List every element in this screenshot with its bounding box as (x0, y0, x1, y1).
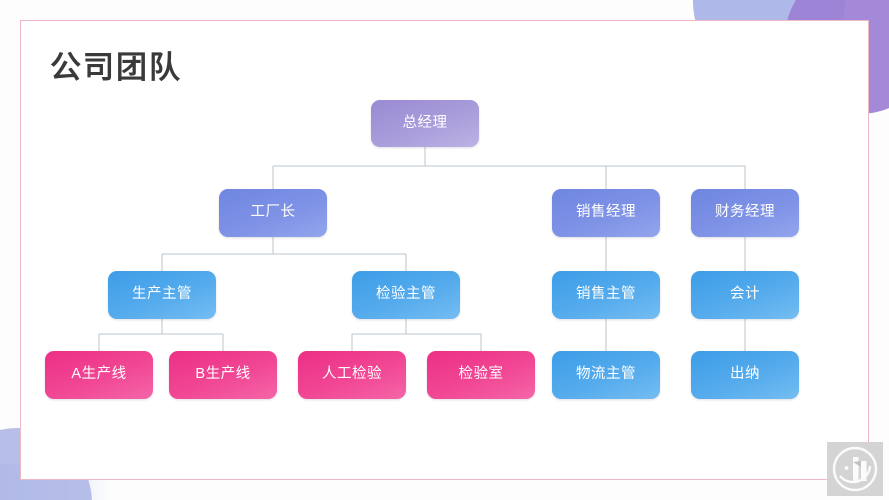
org-node-production-supervisor[interactable]: 生产主管 (108, 271, 216, 319)
org-node-logistics-supervisor[interactable]: 物流主管 (552, 351, 660, 399)
slide-frame-border (20, 20, 869, 480)
company-logo-watermark (827, 442, 883, 496)
org-node-production-line-b[interactable]: B生产线 (169, 351, 277, 399)
org-node-inspection-lab[interactable]: 检验室 (427, 351, 535, 399)
org-node-label: A生产线 (71, 366, 127, 383)
org-node-cashier[interactable]: 出纳 (691, 351, 799, 399)
org-node-label: 物流主管 (576, 366, 636, 383)
org-node-accountant[interactable]: 会计 (691, 271, 799, 319)
company-logo-icon (832, 446, 878, 492)
org-node-label: 总经理 (402, 114, 448, 131)
org-node-manual-inspection[interactable]: 人工检验 (298, 351, 406, 399)
org-node-label: B生产线 (195, 366, 251, 383)
org-node-label: 财务经理 (715, 204, 775, 221)
page-title: 公司团队 (50, 50, 182, 85)
org-node-finance-manager[interactable]: 财务经理 (691, 189, 799, 237)
org-node-label: 生产主管 (132, 286, 192, 303)
org-node-label: 销售主管 (576, 286, 636, 303)
org-node-sales-manager[interactable]: 销售经理 (552, 189, 660, 237)
org-node-label: 检验室 (458, 366, 504, 383)
org-node-label: 人工检验 (322, 366, 382, 383)
org-node-label: 销售经理 (576, 204, 636, 221)
org-node-production-line-a[interactable]: A生产线 (45, 351, 153, 399)
org-node-label: 检验主管 (376, 286, 436, 303)
org-node-label: 会计 (730, 286, 760, 303)
org-node-inspection-supervisor[interactable]: 检验主管 (352, 271, 460, 319)
org-node-label: 工厂长 (250, 204, 296, 221)
org-node-general-manager[interactable]: 总经理 (371, 100, 479, 147)
org-node-label: 出纳 (730, 366, 760, 383)
org-node-factory-manager[interactable]: 工厂长 (219, 189, 327, 237)
org-node-sales-supervisor[interactable]: 销售主管 (552, 271, 660, 319)
